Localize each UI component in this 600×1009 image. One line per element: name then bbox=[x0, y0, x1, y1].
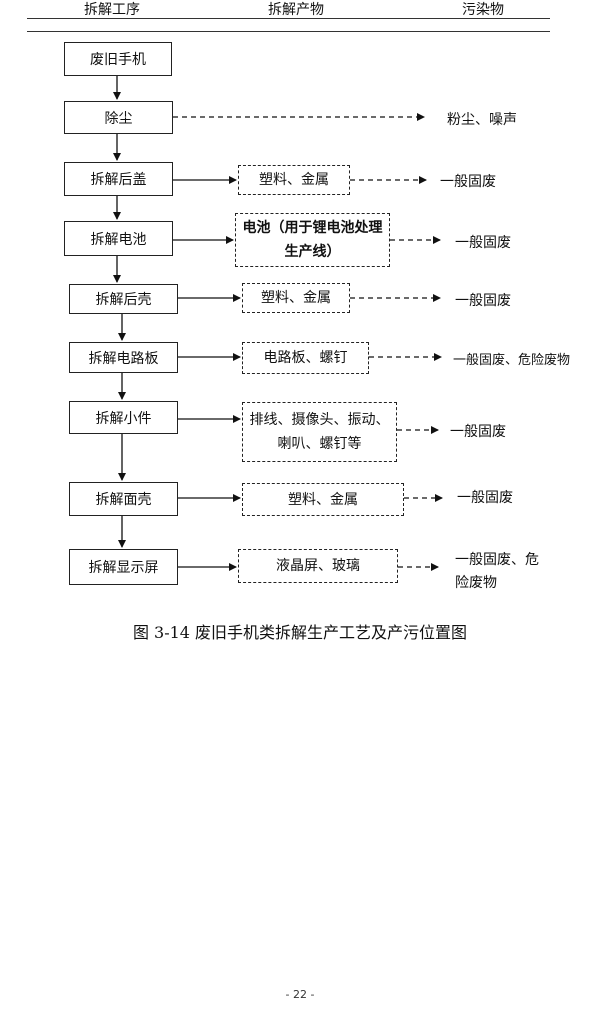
pollutant-dust-noise: 粉尘、噪声 bbox=[447, 112, 517, 128]
header-pollutant: 污染物 bbox=[462, 2, 504, 18]
step-front-shell: 拆解面壳 bbox=[69, 482, 178, 516]
header-process: 拆解工序 bbox=[84, 2, 140, 18]
pollutant-circuit-board: 一般固废、危险废物 bbox=[453, 353, 571, 368]
page-number: - 22 - bbox=[285, 988, 315, 1001]
step-display: 拆解显示屏 bbox=[69, 549, 178, 585]
product-back-cover: 塑料、金属 bbox=[238, 165, 350, 195]
pollutant-back-cover: 一般固废 bbox=[440, 174, 496, 190]
step-back-cover: 拆解后盖 bbox=[64, 162, 173, 196]
pollutant-rear-shell: 一般固废 bbox=[455, 293, 511, 309]
product-battery: 电池（用于锂电池处理生产线） bbox=[235, 213, 390, 267]
header-product: 拆解产物 bbox=[268, 2, 324, 18]
pollutant-display: 一般固废、危险废物 bbox=[455, 552, 539, 591]
flow-connectors bbox=[113, 76, 443, 571]
product-display: 液晶屏、玻璃 bbox=[238, 549, 398, 583]
product-rear-shell: 塑料、金属 bbox=[242, 283, 350, 313]
step-rear-shell: 拆解后壳 bbox=[69, 284, 178, 314]
header-rule-top bbox=[27, 18, 550, 19]
product-small-parts: 排线、摄像头、振动、喇叭、螺钉等 bbox=[242, 402, 397, 462]
figure-caption: 图 3-14 废旧手机类拆解生产工艺及产污位置图 bbox=[132, 623, 468, 642]
product-circuit-board: 电路板、螺钉 bbox=[242, 342, 369, 374]
step-small-parts: 拆解小件 bbox=[69, 401, 178, 434]
pollutant-small-parts: 一般固废 bbox=[450, 424, 506, 440]
product-front-shell: 塑料、金属 bbox=[242, 483, 404, 516]
pollutant-battery: 一般固废 bbox=[455, 235, 511, 251]
step-battery: 拆解电池 bbox=[64, 221, 173, 256]
pollutant-front-shell: 一般固废 bbox=[457, 490, 513, 506]
step-scrap-phone: 废旧手机 bbox=[64, 42, 172, 76]
step-circuit-board: 拆解电路板 bbox=[69, 342, 178, 373]
header-rule-bottom bbox=[27, 31, 550, 32]
step-dedust: 除尘 bbox=[64, 101, 173, 134]
